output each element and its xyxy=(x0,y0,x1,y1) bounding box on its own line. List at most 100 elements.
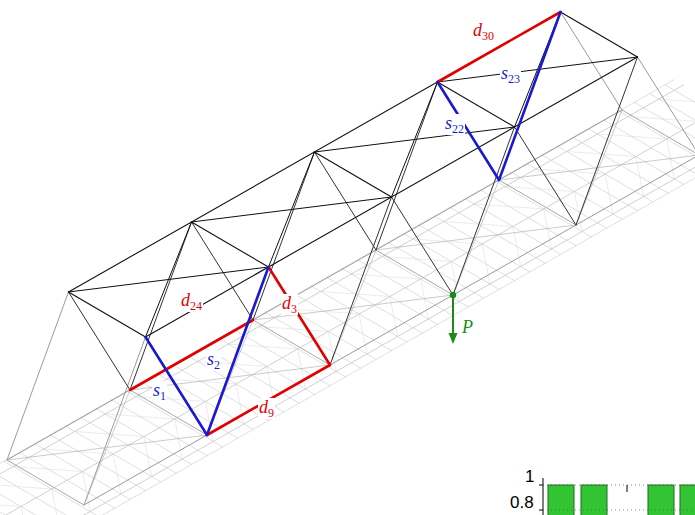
deck-brace xyxy=(0,484,52,489)
deck-crossbeam xyxy=(112,400,207,456)
floor-beam xyxy=(130,390,207,435)
truss-diagonal xyxy=(207,267,269,435)
bottom-bracing xyxy=(453,180,499,295)
member-label: d24 xyxy=(180,291,203,312)
load-point xyxy=(450,292,456,298)
chart-bar xyxy=(581,485,607,515)
axis-tick-label: 0.8 xyxy=(510,494,534,511)
truss-diagonal xyxy=(392,197,454,295)
deck-brace xyxy=(505,187,574,192)
floor-beam xyxy=(622,110,695,155)
axis-tick xyxy=(539,510,543,511)
chart-bar xyxy=(680,485,695,515)
truss-diagonal xyxy=(376,82,438,250)
top-strut xyxy=(561,12,638,57)
bottom-bracing xyxy=(330,250,376,365)
grid-line xyxy=(543,485,695,486)
deck-brace xyxy=(52,489,60,515)
member-line xyxy=(269,267,331,365)
top-bracing xyxy=(269,152,315,267)
deck-brace xyxy=(13,467,82,472)
deck-edge xyxy=(0,80,674,497)
deck-brace xyxy=(21,507,29,515)
lower-structure xyxy=(7,12,695,505)
end-post xyxy=(84,337,146,505)
deck-crossbeam xyxy=(204,347,299,403)
end-post xyxy=(7,292,69,460)
load-head xyxy=(449,333,458,344)
deck-crossbeam xyxy=(235,330,330,386)
member-label: d9 xyxy=(258,398,275,419)
member-label: s1 xyxy=(152,381,167,402)
top-strut xyxy=(315,152,392,197)
top-bracing xyxy=(392,82,438,197)
load-label: P xyxy=(461,318,474,336)
chart-bar xyxy=(548,485,574,515)
deck-brace xyxy=(382,257,451,262)
deck-brace xyxy=(259,327,328,332)
bottom-bracing xyxy=(84,390,130,505)
floor-beam xyxy=(253,320,330,365)
axis-tick-label: 1 xyxy=(525,468,534,485)
deck-crossbeam xyxy=(50,435,145,491)
load-arrow xyxy=(449,292,458,344)
top-bracing xyxy=(146,222,192,337)
top-strut xyxy=(69,292,146,337)
deck-crossbeam xyxy=(327,277,422,333)
truss-diagonal xyxy=(499,12,561,180)
axis-tick xyxy=(627,485,628,492)
deck-crossbeam xyxy=(0,487,53,515)
deck-crossbeam xyxy=(358,260,453,316)
member-line xyxy=(438,82,500,180)
deck-girder xyxy=(0,85,683,502)
deck-brace xyxy=(136,397,205,402)
truss-diagonal xyxy=(330,197,392,365)
truss-diagonal xyxy=(515,127,577,225)
axis-tick xyxy=(539,485,543,486)
deck-crossbeam xyxy=(81,417,176,473)
top-chord xyxy=(146,57,638,337)
member-label: d3 xyxy=(281,294,298,315)
member-line xyxy=(438,12,561,82)
end-post xyxy=(638,57,695,155)
bottom-bracing xyxy=(576,110,622,225)
member-label: s23 xyxy=(500,64,521,85)
member-line xyxy=(146,337,208,435)
member-line xyxy=(130,320,253,390)
deck-brace xyxy=(0,502,21,507)
member-line xyxy=(499,12,561,180)
top-strut xyxy=(192,222,269,267)
load-shaft xyxy=(452,295,454,335)
truss-diagonal xyxy=(69,292,131,390)
deck-crossbeam xyxy=(619,111,695,167)
truss-diagonal xyxy=(576,57,638,225)
member-label: s2 xyxy=(206,350,221,371)
bottom-chord xyxy=(7,110,622,460)
chart-axis xyxy=(543,478,544,515)
deck-crossbeam xyxy=(450,207,545,263)
deck-crossbeam xyxy=(173,365,268,421)
deck-girder xyxy=(29,130,695,515)
deck-edge xyxy=(38,135,695,515)
deck-crossbeam xyxy=(0,470,84,515)
bottom-chord xyxy=(84,155,695,505)
top-chord xyxy=(69,12,561,292)
truss-diagonal xyxy=(130,222,192,390)
truss-diagonal xyxy=(253,152,315,320)
bar-chart-fragment xyxy=(539,478,695,515)
floor-beam xyxy=(7,460,84,505)
floor-beam xyxy=(376,250,453,295)
upper-structure xyxy=(69,12,638,435)
deck-crossbeam xyxy=(4,461,99,515)
deck-crossbeam xyxy=(481,190,576,246)
member-label: s22 xyxy=(444,114,465,135)
deck-crossbeam xyxy=(296,295,391,351)
deck-girder xyxy=(0,108,695,515)
deck-crossbeam xyxy=(650,94,695,150)
truss-diagonal xyxy=(269,267,331,365)
chart-bar xyxy=(648,485,674,515)
member-line xyxy=(207,365,330,435)
deck-crossbeam xyxy=(573,137,668,193)
